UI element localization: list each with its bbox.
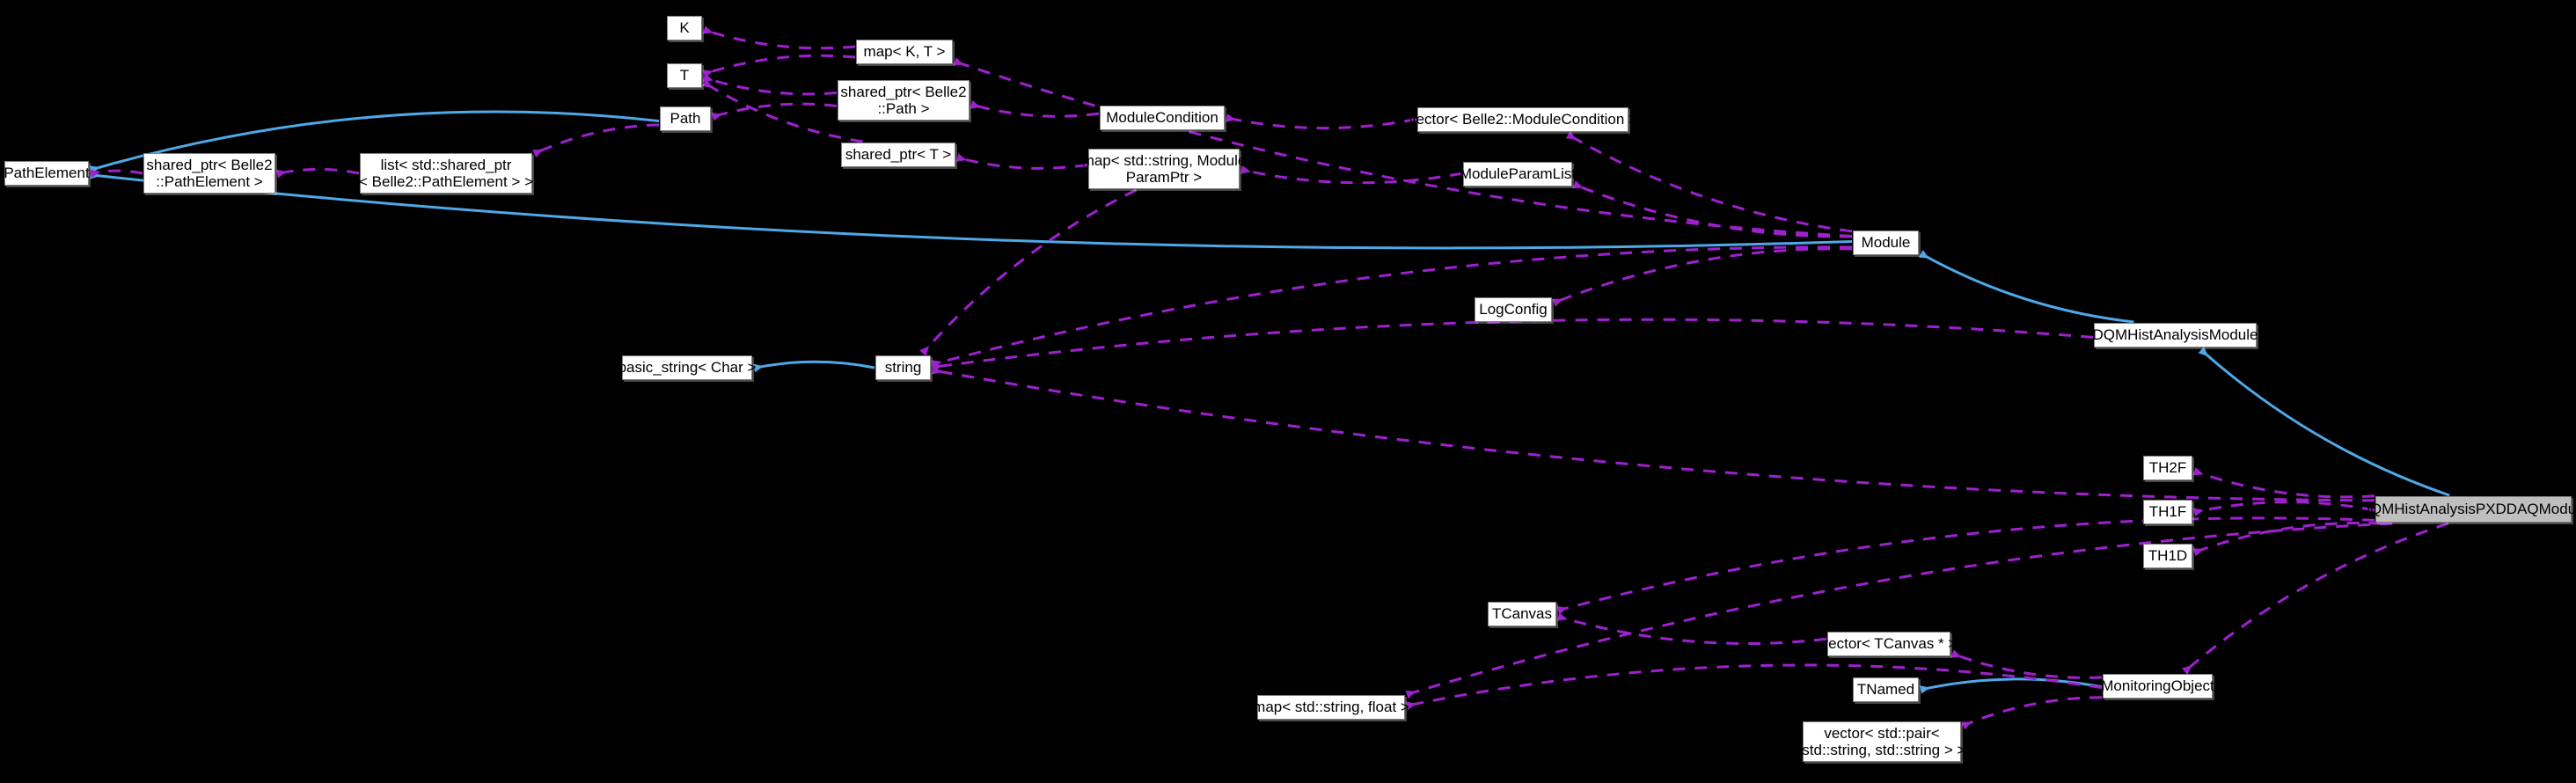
class-node-th1f[interactable]: TH1F [2143, 500, 2192, 524]
class-node-map_str_float[interactable]: map< std::string, float > [1253, 695, 1409, 720]
class-node-tcanvas[interactable]: TCanvas [1488, 602, 1556, 626]
class-node-label: shared_ptr< Belle2 ::PathElement > [146, 156, 273, 190]
edge-usage-dqmhistanalysismod-to-string [932, 318, 2094, 372]
class-node-label: MonitoringObject [2101, 677, 2214, 695]
class-node-t[interactable]: T [667, 63, 702, 88]
edge-usage-dqmpxddaq-to-tcanvas [1556, 516, 2375, 615]
class-node-label: LogConfig [1479, 301, 1548, 318]
class-node-k[interactable]: K [667, 16, 702, 40]
class-node-list_sp_pathelem[interactable]: list< std::shared_ptr < Belle2::PathElem… [359, 153, 533, 194]
class-node-label: T [679, 67, 690, 84]
class-node-sp_pathelement[interactable]: shared_ptr< Belle2 ::PathElement > [143, 153, 275, 194]
edge-usage-dqmpxddaq-to-th2f [2192, 467, 2375, 499]
class-node-vec_modcond[interactable]: vector< Belle2::ModuleCondition > [1409, 107, 1637, 132]
class-node-th2f[interactable]: TH2F [2143, 456, 2192, 480]
edge-inheritance-monitoringobject-to-tnamed [1920, 677, 2103, 694]
edge-inheritance-dqmhistanalysismod-to-module [1918, 249, 2134, 324]
class-node-label: TH1D [2148, 547, 2188, 565]
edge-usage-module-to-vec_modcond [1565, 130, 1853, 233]
class-node-label: DQMHistAnalysisPXDDAQModule [2359, 501, 2576, 518]
class-node-map_str_mpp[interactable]: map< std::string, Module ParamPtr > [1082, 149, 1246, 189]
class-node-label: list< std::shared_ptr < Belle2::PathElem… [359, 156, 533, 190]
edge-usage-dqmpxddaq-to-string [932, 366, 2375, 502]
class-node-label: shared_ptr< T > [845, 146, 952, 164]
class-node-sp_path[interactable]: shared_ptr< Belle2 ::Path > [838, 80, 970, 121]
edge-usage-module-to-string [931, 245, 1853, 369]
class-node-moduleparamlist[interactable]: ModuleParamList [1460, 162, 1576, 187]
class-node-path[interactable]: Path [660, 106, 711, 131]
class-node-label: vector< TCanvas * > [1820, 635, 1958, 653]
class-node-label: TH2F [2148, 459, 2187, 477]
edge-inheritance-dqmpxddaq-to-dqmhistanalysismod [2198, 347, 2450, 497]
edge-usage-path-to-list_sp_pathelem [532, 123, 660, 158]
edge-usage-monitoringobject-to-vec_pair_str_str [1961, 696, 2103, 730]
class-node-label: map< std::string, float > [1253, 699, 1409, 716]
class-node-vec_pair_str_str[interactable]: vector< std::pair< std::string, std::str… [1802, 721, 1965, 762]
edge-usage-module-to-logconfig [1552, 247, 1853, 307]
class-node-label: Module [1861, 234, 1911, 252]
edge-usage-list_sp_pathelem-to-sp_pathelement [276, 167, 360, 179]
class-node-label: TH1F [2148, 503, 2187, 521]
class-node-label: vector< std::pair< std::string, std::str… [1802, 724, 1966, 758]
edge-usage-vec_tcanvas-to-tcanvas [1556, 612, 1827, 646]
edge-usage-moduleparamlist-to-map_str_mpp [1240, 165, 1463, 185]
class-node-map_k_t[interactable]: map< K, T > [856, 40, 953, 64]
edge-usage-sp_pathelement-to-pathelement [90, 169, 143, 179]
class-node-modulecondition[interactable]: ModuleCondition [1100, 106, 1225, 130]
edge-usage-monitoringobject-to-map_str_float [1406, 663, 2103, 710]
edge-usage-map_k_t-to-k [702, 26, 856, 50]
class-node-label: basic_string< Char > [618, 359, 757, 377]
class-node-label: map< K, T > [863, 43, 946, 61]
edge-usage-dqmpxddaq-to-monitoringobject [2181, 522, 2449, 676]
class-node-label: TCanvas [1491, 605, 1553, 623]
class-node-string[interactable]: string [875, 355, 931, 380]
edge-usage-modulecondition-to-sp_path [970, 100, 1100, 118]
class-node-label: TNamed [1856, 681, 1915, 699]
class-node-dqmpxddaq[interactable]: DQMHistAnalysisPXDDAQModule [2360, 496, 2576, 523]
edge-inheritance-module-to-pathelement [90, 170, 1853, 250]
edge-usage-sp_path-to-path [711, 102, 838, 121]
class-node-vec_tcanvas[interactable]: vector< TCanvas * > [1821, 632, 1957, 656]
class-node-label: Path [670, 110, 701, 128]
class-node-monitoringobject[interactable]: MonitoringObject [2101, 674, 2214, 699]
class-node-label: ModuleCondition [1106, 109, 1218, 127]
edge-usage-map_k_t-to-t [702, 54, 856, 78]
edge-usage-sp_path-to-t [702, 73, 838, 96]
class-node-module[interactable]: Module [1853, 231, 1919, 255]
class-node-label: string [884, 359, 922, 377]
class-node-sp_t[interactable]: shared_ptr< T > [841, 143, 955, 167]
class-node-tnamed[interactable]: TNamed [1853, 677, 1919, 702]
edge-usage-dqmpxddaq-to-th1d [2192, 521, 2382, 557]
edge-inheritance-string-to-basic_string [753, 360, 875, 373]
class-node-basic_string[interactable]: basic_string< Char > [618, 355, 756, 380]
class-node-label: map< std::string, Module ParamPtr > [1081, 151, 1247, 186]
edge-usage-vec_modcond-to-modulecondition [1226, 113, 1417, 130]
class-node-pathelement[interactable]: PathElement [4, 161, 90, 186]
class-node-logconfig[interactable]: LogConfig [1475, 297, 1552, 322]
edge-usage-dqmpxddaq-to-th1f [2193, 501, 2375, 516]
class-node-th1d[interactable]: TH1D [2143, 544, 2192, 568]
class-node-label: K [679, 19, 690, 37]
edge-usage-map_str_mpp-to-string [919, 188, 1138, 356]
class-node-dqmhistanalysismod[interactable]: DQMHistAnalysisModule [2092, 323, 2258, 348]
class-node-label: vector< Belle2::ModuleCondition > [1409, 111, 1637, 128]
class-node-label: ModuleParamList [1459, 165, 1577, 183]
class-node-label: PathElement [4, 165, 90, 182]
edge-usage-module-to-moduleparamlist [1572, 180, 1853, 238]
edge-usage-map_str_mpp-to-sp_t [955, 153, 1088, 170]
class-node-label: DQMHistAnalysisModule [2092, 326, 2258, 344]
edge-usage-monitoringobject-to-vec_tcanvas [1950, 649, 2103, 679]
class-node-label: shared_ptr< Belle2 ::Path > [840, 83, 967, 117]
